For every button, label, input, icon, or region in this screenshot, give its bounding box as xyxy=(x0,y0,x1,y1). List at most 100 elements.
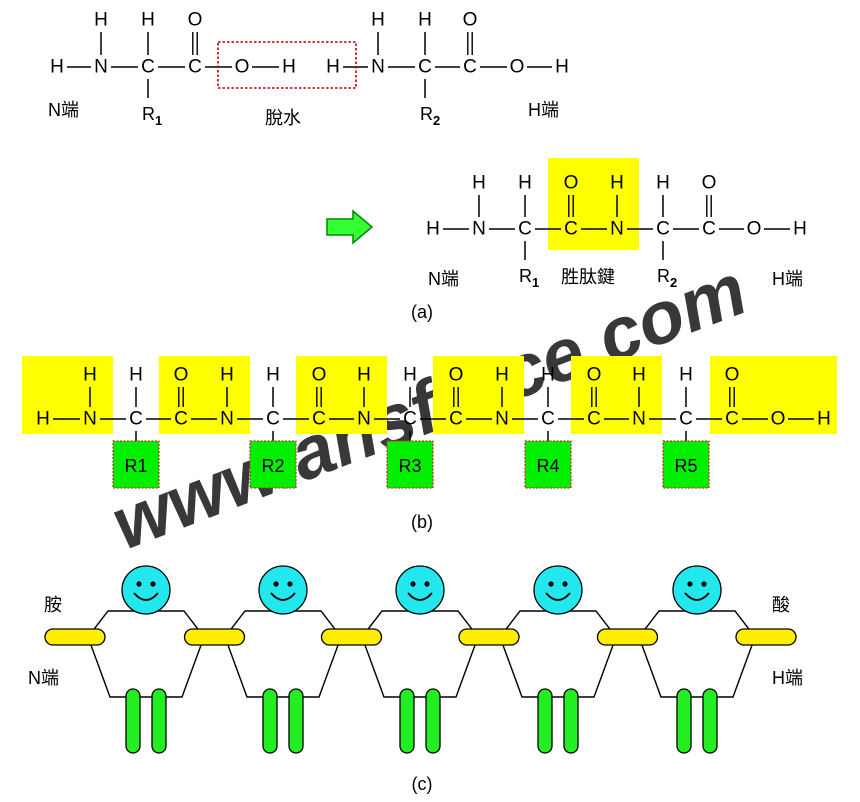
n-terminus-label-reactant: N端 xyxy=(48,100,79,120)
side-chain-r5: R5 xyxy=(662,440,710,489)
atom: H xyxy=(679,365,693,386)
highlight-box xyxy=(296,356,387,434)
amino-acid-figure xyxy=(499,565,617,754)
atom: O xyxy=(449,365,464,386)
linked-hands xyxy=(735,628,797,646)
atom: N xyxy=(357,409,371,430)
atom: H xyxy=(94,10,108,31)
atom: H xyxy=(141,10,155,31)
side-chain-r4: R4 xyxy=(524,440,572,489)
atom: H xyxy=(555,57,569,78)
n-terminus-label-cartoon: N端 xyxy=(28,668,59,688)
linked-hands xyxy=(458,628,520,646)
atom: H xyxy=(50,57,64,78)
r2-label-reactant: R2 xyxy=(420,104,440,128)
dehydration-label: 脫水 xyxy=(265,108,301,128)
atom: C xyxy=(463,57,477,78)
panel-c: 胺 酸 N端 H端 (c) xyxy=(28,565,803,794)
r1-label-reactant: R1 xyxy=(142,104,162,128)
atom: C xyxy=(564,219,578,240)
amino-acid-figure xyxy=(638,565,756,754)
atom: H xyxy=(495,365,509,386)
figure-leg xyxy=(425,688,441,754)
figure-leg xyxy=(399,688,415,754)
figure-leg xyxy=(288,688,304,754)
atom: N xyxy=(610,219,624,240)
atom: O xyxy=(463,10,478,31)
side-chain-r3: R3 xyxy=(386,440,434,489)
highlight-box xyxy=(159,356,250,434)
atom: C xyxy=(129,409,143,430)
side-chain-r1: R1 xyxy=(112,440,160,489)
r1-label-product: R1 xyxy=(519,266,539,290)
highlight-box xyxy=(22,356,113,434)
atom: H xyxy=(326,57,340,78)
caption-b: (b) xyxy=(411,512,433,532)
c-terminus-label-cartoon: H端 xyxy=(772,668,803,688)
figure-body xyxy=(499,610,617,698)
smiley-face-icon xyxy=(258,565,308,615)
atom: O xyxy=(510,57,525,78)
atom: H xyxy=(129,365,143,386)
figure-leg xyxy=(676,688,692,754)
atom: C xyxy=(541,409,555,430)
atom: N xyxy=(632,409,646,430)
atom: O xyxy=(235,57,250,78)
atom: H xyxy=(610,173,624,194)
amine-end-label: 胺 xyxy=(44,595,62,615)
atom: O xyxy=(312,365,327,386)
atom: H xyxy=(518,173,532,194)
c-terminus-label-reactant: H端 xyxy=(528,100,559,120)
linked-hands xyxy=(320,628,383,646)
atom: N xyxy=(371,57,385,78)
figure-body xyxy=(224,610,342,698)
people-chain xyxy=(44,565,797,754)
atom: C xyxy=(725,409,739,430)
atom: H xyxy=(36,409,50,430)
atom: H xyxy=(656,173,670,194)
atom: N xyxy=(472,219,486,240)
atom: O xyxy=(771,409,786,430)
atom: C xyxy=(312,409,326,430)
figure-leg xyxy=(125,688,141,754)
smiley-face-icon xyxy=(533,565,583,615)
atom: H xyxy=(403,365,417,386)
amino-acid-figure xyxy=(224,565,342,754)
atom: H xyxy=(418,10,432,31)
caption-c: (c) xyxy=(412,774,433,794)
figure-leg xyxy=(702,688,718,754)
atom: O xyxy=(564,173,579,194)
atom: O xyxy=(725,365,740,386)
atom: H xyxy=(220,365,234,386)
atom: C xyxy=(266,409,280,430)
side-chain-label: R3 xyxy=(398,456,421,476)
atom: H xyxy=(357,365,371,386)
peptide-bond-label: 胜肽鍵 xyxy=(561,267,615,287)
atom: H xyxy=(282,57,296,78)
amino-acid-figure xyxy=(87,565,205,754)
smiley-face-icon xyxy=(672,565,722,615)
atom: O xyxy=(747,219,762,240)
atom: N xyxy=(83,409,97,430)
atom: H xyxy=(632,365,646,386)
side-chain-boxes: R1 R2 R3 R4 R5 xyxy=(112,440,710,489)
atom: H xyxy=(793,219,807,240)
figure-leg xyxy=(151,688,167,754)
r2-label-product: R2 xyxy=(657,266,677,290)
atom: H xyxy=(426,219,440,240)
highlight-box xyxy=(433,356,524,434)
atom: H xyxy=(83,365,97,386)
side-chain-r2: R2 xyxy=(249,440,297,489)
atom: C xyxy=(656,219,670,240)
side-chain-label: R5 xyxy=(674,456,697,476)
atom: C xyxy=(518,219,532,240)
reaction-arrow xyxy=(326,209,374,245)
dehydration-box xyxy=(217,41,357,89)
peptide-bond-highlight xyxy=(548,158,639,250)
